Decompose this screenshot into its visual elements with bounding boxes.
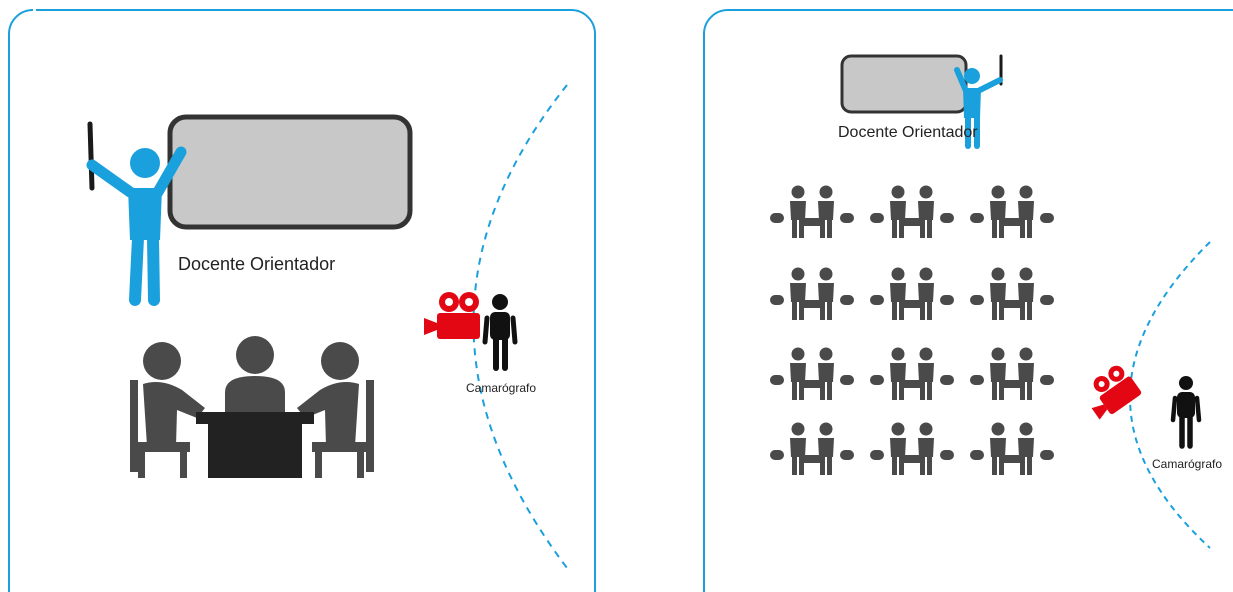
camera-operator-label: Camarógrafo bbox=[1152, 457, 1222, 471]
panel-classroom: Docente Orientador Camarógrafo bbox=[703, 9, 1233, 592]
student-grid bbox=[770, 185, 1054, 475]
student-pair-icon bbox=[970, 347, 1054, 400]
student-pair-icon bbox=[770, 422, 854, 475]
teacher-label: Docente Orientador bbox=[178, 254, 335, 274]
whiteboard-icon bbox=[167, 114, 413, 230]
student-pair-icon bbox=[770, 267, 854, 320]
video-camera-icon bbox=[424, 292, 480, 339]
whiteboard-icon bbox=[840, 54, 968, 114]
student-pair-icon bbox=[970, 185, 1054, 238]
teacher-label: Docente Orientador bbox=[838, 124, 978, 141]
panel-small-group: Docente Orientador bbox=[8, 9, 596, 592]
meeting-table-icon bbox=[130, 336, 374, 478]
participant-right bbox=[297, 342, 374, 478]
camera-operator-icon bbox=[482, 294, 518, 371]
table bbox=[196, 412, 314, 478]
student-pair-icon bbox=[870, 185, 954, 238]
participant-center bbox=[225, 336, 285, 414]
teacher-icon bbox=[86, 121, 187, 306]
camera-operator-label: Camarógrafo bbox=[466, 381, 536, 395]
camera-range-arc-right bbox=[1129, 241, 1211, 549]
participant-left bbox=[130, 342, 205, 478]
student-pair-icon bbox=[970, 422, 1054, 475]
student-pair-icon bbox=[770, 185, 854, 238]
video-camera-icon bbox=[1091, 365, 1142, 420]
panel-border-right bbox=[703, 9, 1233, 592]
student-pair-icon bbox=[870, 347, 954, 400]
student-pair-icon bbox=[870, 422, 954, 475]
student-pair-icon bbox=[970, 267, 1054, 320]
camera-operator-icon bbox=[1170, 376, 1202, 449]
student-pair-icon bbox=[870, 267, 954, 320]
teacher-icon bbox=[954, 54, 1003, 149]
panel-border-left bbox=[8, 9, 596, 592]
student-pair-icon bbox=[770, 347, 854, 400]
